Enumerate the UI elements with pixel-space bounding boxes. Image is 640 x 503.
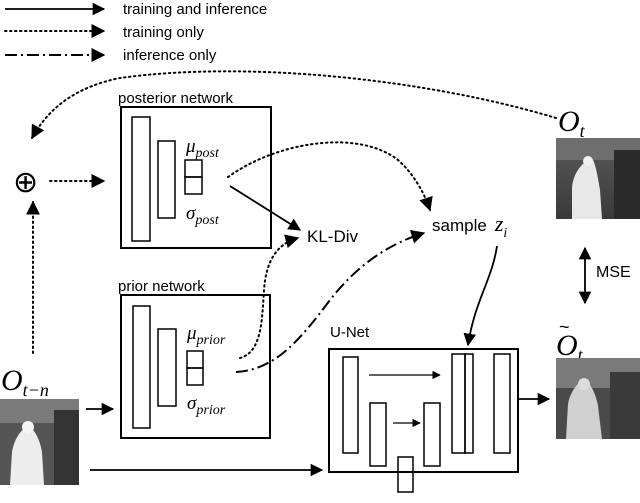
unet: U-Net <box>328 324 519 493</box>
mse-label: MSE <box>596 264 631 281</box>
unet-box <box>328 348 519 473</box>
ot-image <box>556 138 640 219</box>
posterior-latent-bottom <box>184 176 203 195</box>
legend-solid-label: training and inference <box>123 1 267 18</box>
prior-network: prior network μprior σprior <box>118 278 271 439</box>
ot-pred-group: Ot ~ <box>556 317 640 439</box>
otn-label: Ot−n <box>1 364 49 400</box>
prior-network-box <box>120 294 271 439</box>
ot-label: Ot <box>558 105 586 141</box>
prior-mu-label: μprior <box>186 323 226 348</box>
legend-dashdot-label: inference only <box>123 47 217 64</box>
arrow-prior-to-kl <box>239 234 300 359</box>
ot-pred-image <box>556 358 640 439</box>
ot-group: Ot <box>556 105 640 219</box>
unet-title: U-Net <box>330 324 370 341</box>
plus-operator: ⊕ <box>13 166 38 199</box>
unet-output-layer <box>493 353 511 454</box>
prior-latent-top <box>186 350 204 369</box>
legend: training and inference training only inf… <box>4 1 267 64</box>
posterior-latent-top <box>184 159 203 178</box>
arrow-sample-to-unet <box>463 245 498 347</box>
posterior-layer-2 <box>157 140 176 219</box>
posterior-layer-1 <box>131 116 151 242</box>
unet-dec-2b <box>464 353 474 454</box>
unet-enc-2 <box>369 402 387 467</box>
posterior-network: posterior network μpost σpost <box>118 90 272 249</box>
ot-pred-label: Ot <box>556 329 584 365</box>
kl-div-node: KL-Div <box>307 227 359 246</box>
prior-network-title: prior network <box>118 278 205 295</box>
unet-enc-1 <box>342 356 359 454</box>
otn-image <box>0 399 79 485</box>
prior-layer-1 <box>132 305 151 429</box>
legend-dotted-label: training only <box>123 24 204 41</box>
unet-bottleneck <box>397 456 414 493</box>
prior-latent-bottom <box>186 367 204 386</box>
posterior-network-box <box>120 106 272 249</box>
prior-layer-2 <box>157 328 177 407</box>
unet-dec-1 <box>423 402 441 467</box>
posterior-mu-label: μpost <box>185 136 220 161</box>
posterior-sigma-label: σpost <box>186 203 220 228</box>
prior-sigma-label: σprior <box>187 393 226 418</box>
ot-pred-tilde: ~ <box>559 317 570 337</box>
arrow-posterior-to-sample <box>227 141 433 212</box>
arrow-posterior-to-kl <box>229 185 302 231</box>
arrow-prior-to-sample <box>235 230 426 373</box>
unet-dec-2a <box>451 353 466 454</box>
arrow-ot-to-plus <box>31 70 557 140</box>
posterior-network-title: posterior network <box>118 90 234 107</box>
otn-group: Ot−n <box>0 364 79 485</box>
